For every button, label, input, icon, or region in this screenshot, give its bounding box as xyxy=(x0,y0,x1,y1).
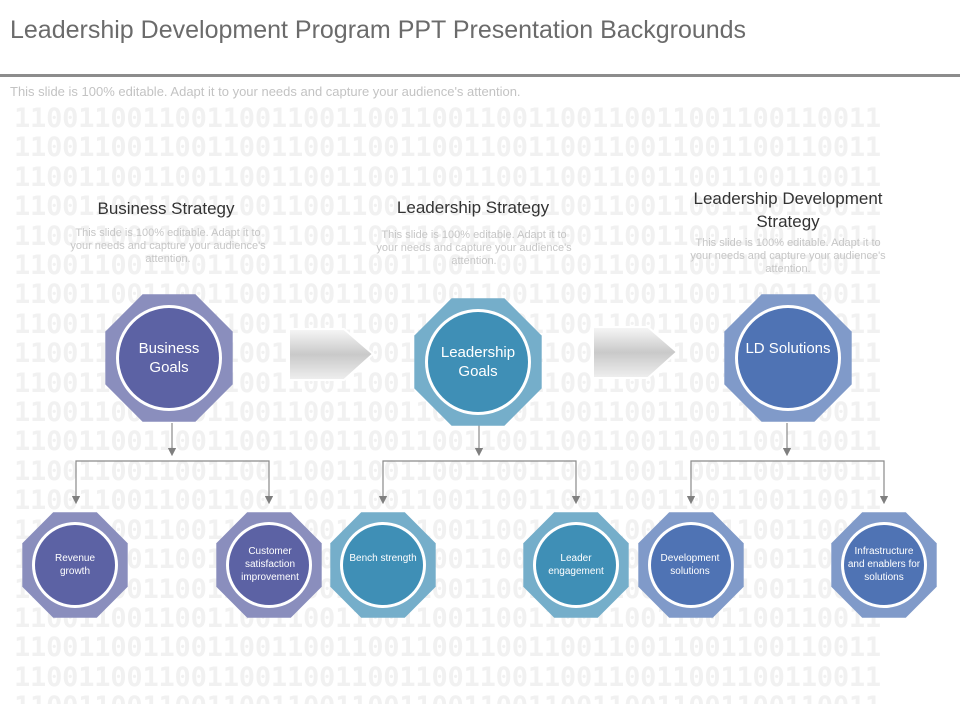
subitem-label-bench-strength: Bench strength xyxy=(349,553,417,564)
goal-3-circle xyxy=(738,308,838,408)
goal-label-2: Leadership Goals xyxy=(440,344,516,380)
goal-label-1: Business Goals xyxy=(138,340,200,376)
subitem-label-leader-engagement: Leader engagement xyxy=(548,553,604,577)
column-heading-3: Leadership Development Strategy xyxy=(693,189,883,231)
process-arrow-2 xyxy=(592,326,679,379)
column-heading-2: Leadership Strategy xyxy=(396,198,550,217)
subitem-1-2-circle xyxy=(229,525,309,605)
subitem-1-1-circle xyxy=(35,525,115,605)
goal-2-circle xyxy=(428,312,528,412)
subitem-3-1-circle xyxy=(651,525,731,605)
goal-label-3: LD Solutions xyxy=(745,340,831,357)
column-description-3: This slide is 100% editable. Adapt it to… xyxy=(690,237,886,275)
connector-line xyxy=(75,460,270,492)
subitem-label-revenue-growth: Revenue growth xyxy=(54,553,96,577)
goal-1-circle xyxy=(119,308,219,408)
subitem-2-1-circle xyxy=(343,525,423,605)
connector-line xyxy=(382,460,577,492)
column-description-1: This slide is 100% editable. Adapt it to… xyxy=(70,227,266,265)
subitem-3-2-circle xyxy=(844,525,924,605)
slide-title: Leadership Development Program PPT Prese… xyxy=(10,16,747,44)
subitem-label-infrastructure: Infrastructure and enablers for solution… xyxy=(847,546,921,583)
connector-line xyxy=(690,460,885,492)
slide-subtitle: This slide is 100% editable. Adapt it to… xyxy=(10,84,521,99)
title-divider xyxy=(0,74,960,77)
subitem-2-2-circle xyxy=(536,525,616,605)
process-arrow-1 xyxy=(288,328,375,381)
subitem-label-customer-satisfaction: Customer satisfaction improvement xyxy=(241,546,299,583)
column-description-2: This slide is 100% editable. Adapt it to… xyxy=(376,229,572,267)
column-heading-1: Business Strategy xyxy=(97,199,235,218)
binary-background-pattern: 1100110011001100110011001100110011001100… xyxy=(14,104,881,704)
subitem-label-development-solutions: Development solutions xyxy=(660,553,720,577)
